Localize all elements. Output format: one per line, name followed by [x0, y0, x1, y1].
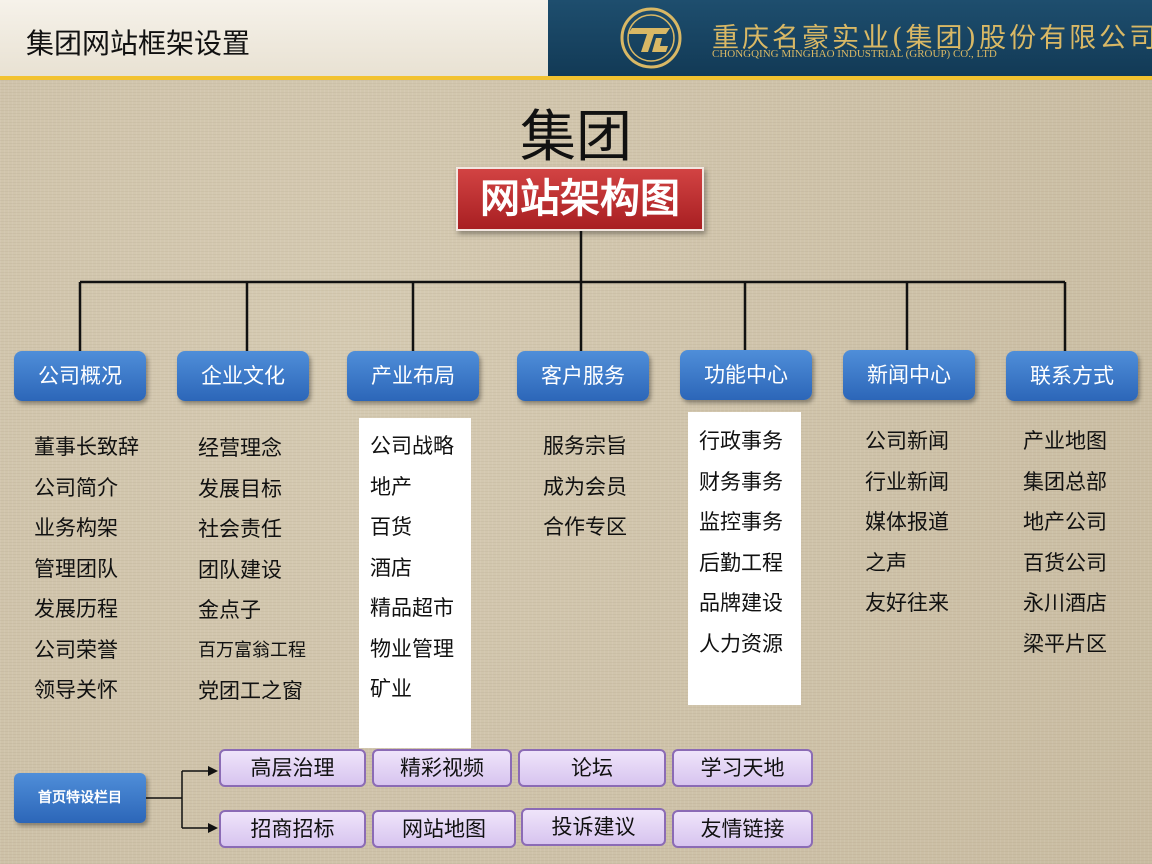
list-item[interactable]: 后勤工程	[699, 550, 783, 575]
feature-button[interactable]: 精彩视频	[372, 749, 512, 787]
list-item[interactable]: 永川酒店	[1023, 591, 1107, 615]
list-item[interactable]: 服务宗旨	[543, 434, 627, 458]
list-item[interactable]: 集团总部	[1023, 469, 1107, 494]
list-item[interactable]: 物业管理	[370, 636, 454, 661]
feature-button[interactable]: 学习天地	[672, 749, 813, 787]
list-item[interactable]: 财务事务	[699, 469, 783, 494]
list-item[interactable]: 党团工之窗	[198, 679, 303, 703]
header-bar: 集团网站框架设置 重庆名豪实业(集团)股份有限公司 CHONGQING MING…	[0, 0, 1152, 78]
list-item[interactable]: 百货公司	[1023, 550, 1107, 575]
feature-button[interactable]: 高层治理	[219, 749, 366, 787]
list-item[interactable]: 百万富翁工程	[198, 639, 306, 661]
list-panel-functions	[688, 412, 801, 705]
list-item[interactable]: 媒体报道	[865, 510, 949, 534]
list-item[interactable]: 社会责任	[198, 517, 282, 541]
category-culture-button[interactable]: 企业文化	[177, 351, 309, 401]
feature-button[interactable]: 招商招标	[219, 810, 366, 848]
category-functions-button[interactable]: 功能中心	[680, 350, 812, 400]
list-item[interactable]: 百货	[370, 515, 412, 539]
main-title: 集团	[520, 105, 632, 170]
list-item[interactable]: 梁平片区	[1023, 631, 1107, 656]
list-item[interactable]: 产业地图	[1023, 429, 1107, 453]
list-item[interactable]: 矿业	[370, 677, 412, 701]
list-customer-service: 服务宗旨 成为会员 合作专区	[543, 426, 627, 548]
company-name-en: CHONGQING MINGHAO INDUSTRIAL (GROUP) CO.…	[712, 48, 997, 60]
list-item[interactable]: 地产公司	[1023, 510, 1107, 534]
list-item[interactable]: 领导关怀	[34, 678, 118, 702]
company-banner: 重庆名豪实业(集团)股份有限公司 CHONGQING MINGHAO INDUS…	[548, 0, 1152, 76]
list-news: 公司新闻 行业新闻 媒体报道 之声 友好往来	[865, 421, 949, 624]
category-industry-button[interactable]: 产业布局	[347, 351, 479, 401]
list-item[interactable]: 团队建设	[198, 557, 282, 582]
company-name-cn: 重庆名豪实业(集团)股份有限公司	[712, 23, 1152, 54]
home-features-button[interactable]: 首页特设栏目	[14, 773, 146, 823]
list-item[interactable]: 地产	[370, 474, 412, 499]
list-item[interactable]: 人力资源	[699, 631, 783, 656]
list-item[interactable]: 品牌建设	[699, 591, 783, 615]
page-title: 集团网站框架设置	[26, 27, 251, 60]
list-item[interactable]: 发展目标	[198, 476, 282, 501]
company-logo-icon	[620, 7, 682, 69]
list-item[interactable]: 酒店	[370, 555, 412, 580]
list-industry: 公司战略 地产 百货 酒店 精品超市 物业管理 矿业	[370, 426, 454, 710]
list-item[interactable]: 之声	[865, 550, 907, 575]
list-item[interactable]: 公司战略	[370, 434, 454, 458]
arrowhead-icon	[208, 766, 218, 776]
list-item[interactable]: 成为会员	[543, 474, 627, 499]
list-item[interactable]: 精品超市	[370, 596, 454, 620]
list-item[interactable]: 公司荣誉	[34, 637, 118, 662]
list-item[interactable]: 公司新闻	[865, 429, 949, 453]
list-item[interactable]: 公司简介	[34, 475, 118, 500]
category-news-button[interactable]: 新闻中心	[843, 350, 975, 400]
list-item[interactable]: 管理团队	[34, 556, 118, 581]
list-functions: 行政事务 财务事务 监控事务 后勤工程 品牌建设 人力资源	[699, 421, 783, 664]
list-panel-industry	[359, 418, 471, 748]
feature-button[interactable]: 友情链接	[672, 810, 813, 848]
list-item[interactable]: 行业新闻	[865, 469, 949, 494]
header-divider	[0, 76, 1152, 80]
list-item[interactable]: 业务构架	[34, 516, 118, 540]
list-item[interactable]: 友好往来	[865, 591, 949, 615]
feature-button[interactable]: 投诉建议	[521, 808, 666, 846]
feature-button[interactable]: 网站地图	[372, 810, 516, 848]
list-item[interactable]: 监控事务	[699, 510, 783, 534]
arrowhead-icon	[208, 823, 218, 833]
list-company-overview: 董事长致辞 公司简介 业务构架 管理团队 发展历程 公司荣誉 领导关怀	[34, 427, 139, 711]
list-item[interactable]: 合作专区	[543, 515, 627, 539]
category-contact-button[interactable]: 联系方式	[1006, 351, 1138, 401]
list-item[interactable]: 发展历程	[34, 597, 118, 621]
feature-button[interactable]: 论坛	[518, 749, 666, 787]
list-item[interactable]: 金点子	[198, 598, 261, 622]
list-culture: 经营理念 发展目标 社会责任 团队建设 金点子 百万富翁工程 党团工之窗	[198, 428, 306, 712]
list-item[interactable]: 行政事务	[699, 429, 783, 453]
category-company-overview-button[interactable]: 公司概况	[14, 351, 146, 401]
list-item[interactable]: 经营理念	[198, 436, 282, 460]
list-contact: 产业地图 集团总部 地产公司 百货公司 永川酒店 梁平片区	[1023, 421, 1107, 664]
root-node: 网站架构图	[456, 167, 704, 231]
category-customer-service-button[interactable]: 客户服务	[517, 351, 649, 401]
list-item[interactable]: 董事长致辞	[34, 435, 139, 459]
